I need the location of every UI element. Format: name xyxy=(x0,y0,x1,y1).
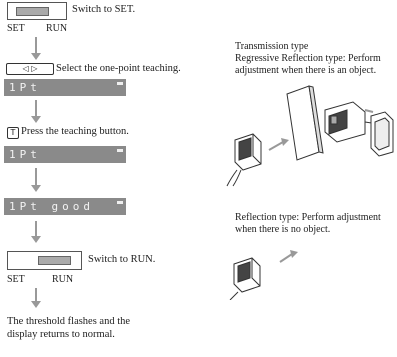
reflect-line2: when there is no object. xyxy=(235,224,331,235)
flow-arrowhead-3 xyxy=(31,185,41,192)
switch-label-set-2: SET xyxy=(7,274,25,285)
flow-arrowhead-4 xyxy=(31,236,41,243)
reflector-panel-icon xyxy=(286,85,324,161)
flow-arrowhead-1 xyxy=(31,53,41,60)
flow-arrowhead-5 xyxy=(31,301,41,308)
right-title: Transmission type xyxy=(235,41,309,52)
right-line3: adjustment when there is an object. xyxy=(235,65,377,76)
lcd-text-3: 1Pt good xyxy=(9,200,94,213)
right-line2: Regressive Reflection type: Perform xyxy=(235,53,381,64)
switch-label-set: SET xyxy=(7,23,25,34)
flow-arrow-3 xyxy=(35,168,37,186)
teach-key-icon: T xyxy=(7,127,19,139)
mode-switch-set[interactable] xyxy=(7,2,67,20)
lcd-indicator-1 xyxy=(117,82,123,85)
step1-text: Switch to SET. xyxy=(72,4,136,15)
flow-arrow-4 xyxy=(35,221,37,237)
flow-arrow-2 xyxy=(35,100,37,117)
switch-label-run-2: RUN xyxy=(52,274,74,285)
flow-arrowhead-2 xyxy=(31,116,41,123)
reflector-icon xyxy=(370,111,394,157)
lcd-display-2: 1Pt xyxy=(4,146,126,163)
step2-text: Select the one-point teaching. xyxy=(56,63,181,74)
lcd-display-3: 1Pt good xyxy=(4,198,126,215)
lcd-text-1: 1Pt xyxy=(9,81,41,94)
beam-arrow-right xyxy=(364,109,374,113)
reflection-beam-arrowhead xyxy=(290,250,298,258)
lcd-indicator-2 xyxy=(117,149,123,152)
sensor-illustration xyxy=(226,85,394,187)
beam-arrowhead-left xyxy=(281,138,289,146)
lcd-text-2: 1Pt xyxy=(9,148,41,161)
flow-arrow-1 xyxy=(35,37,37,54)
reflect-line1: Reflection type: Perform adjustment xyxy=(235,212,381,223)
flow-arrow-5 xyxy=(35,288,37,302)
reflection-beam-arrow xyxy=(279,253,293,263)
switch-knob xyxy=(16,7,49,16)
left-sensor-icon xyxy=(226,133,262,187)
lcd-display-1: 1Pt xyxy=(4,79,126,96)
step3-text: Press the teaching button. xyxy=(21,126,129,137)
reflection-sensor-icon xyxy=(229,257,261,300)
switch-label-run: RUN xyxy=(46,23,68,34)
final-text-1: The threshold flashes and the xyxy=(7,316,131,327)
step4-text: Switch to RUN. xyxy=(88,254,156,265)
mode-switch-run[interactable] xyxy=(7,251,82,270)
reflection-sensor-illustration xyxy=(229,250,298,300)
lcd-indicator-3 xyxy=(117,201,123,204)
final-text-2: display returns to normal. xyxy=(7,329,115,340)
beam-arrow-left xyxy=(268,141,284,151)
left-right-arrow-keys-icon: ◁ ▷ xyxy=(6,63,54,75)
switch-knob-run xyxy=(38,256,71,265)
